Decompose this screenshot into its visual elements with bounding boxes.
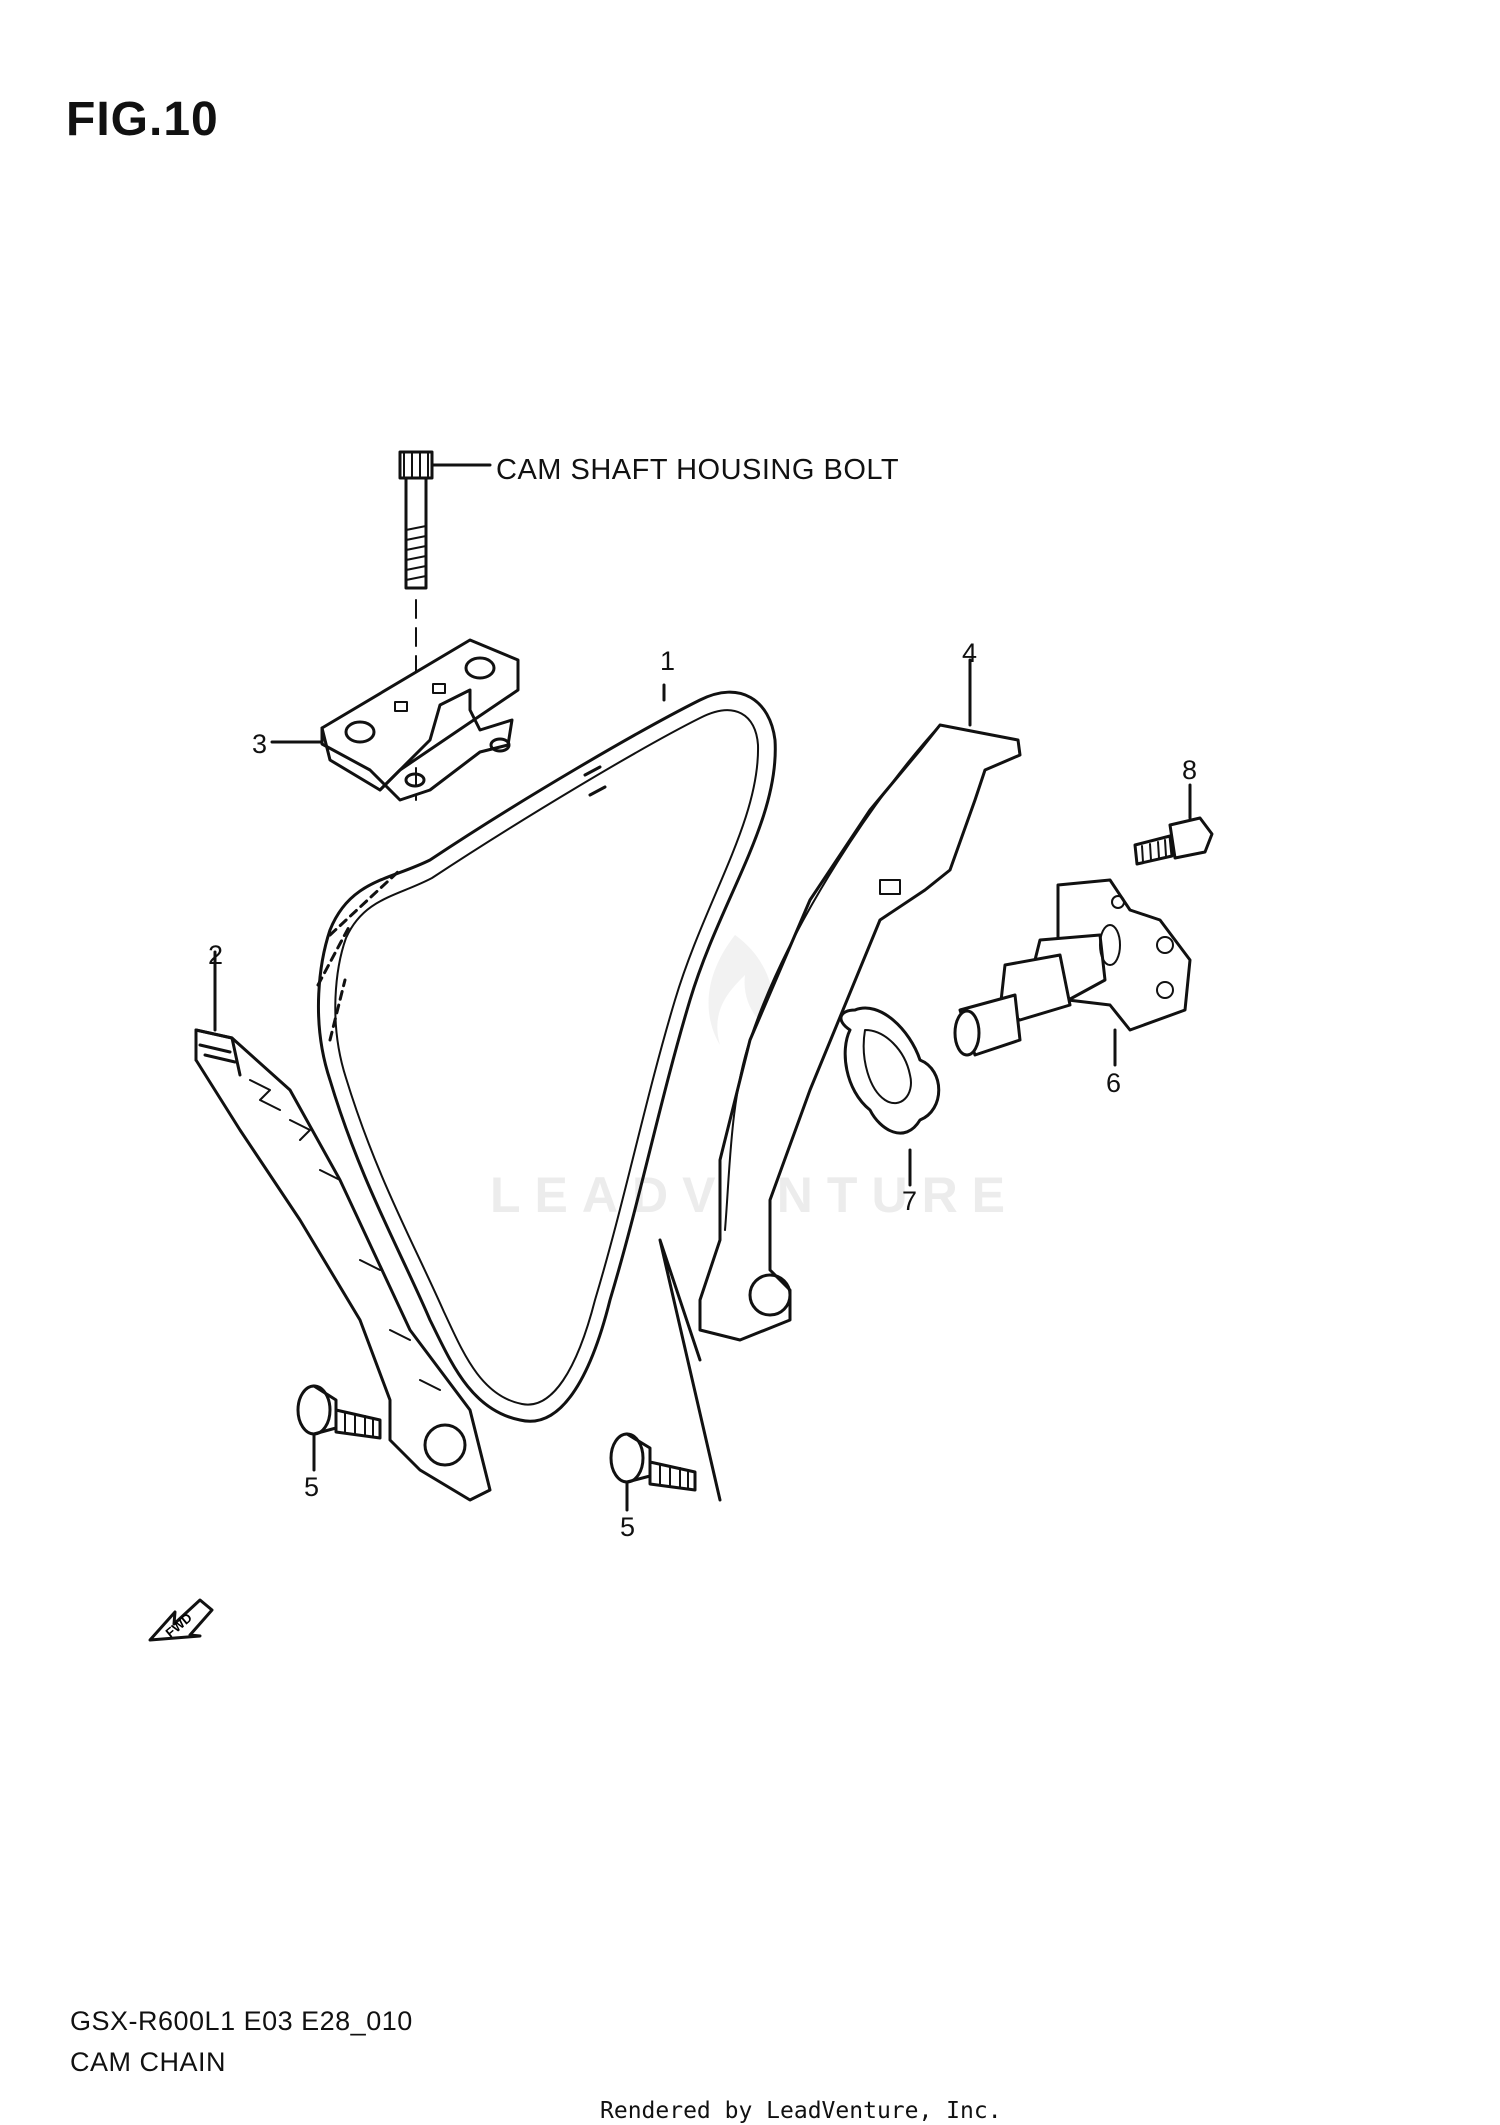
model-code: GSX-R600L1 E03 E28_010 — [70, 2006, 413, 2036]
cam-shaft-housing-bolt — [398, 450, 492, 801]
callout-7: 7 — [902, 1186, 918, 1216]
tensioner-bolt — [1133, 783, 1214, 866]
callout-1: 1 — [660, 646, 676, 676]
callout-5-right: 5 — [620, 1512, 636, 1542]
callout-3: 3 — [252, 729, 268, 759]
callout-5-left: 5 — [304, 1472, 320, 1502]
chain-guide — [698, 658, 1022, 1342]
chain-tensioner-guide — [194, 950, 492, 1502]
chain-tensioner-adjuster — [953, 878, 1192, 1067]
render-credit: Rendered by LeadVenture, Inc. — [600, 2098, 1002, 2124]
cam-chain-guide-bracket — [270, 638, 520, 802]
callout-8: 8 — [1182, 755, 1198, 785]
callout-6: 6 — [1106, 1068, 1122, 1098]
guide-bolt-right — [609, 1238, 722, 1512]
guide-bolt-left — [296, 1384, 382, 1472]
cam-chain — [316, 683, 777, 1423]
callout-4: 4 — [962, 638, 978, 668]
bolt-label: CAM SHAFT HOUSING BOLT — [496, 454, 900, 486]
figure-title: FIG.10 — [66, 93, 219, 146]
tensioner-gasket — [839, 1006, 941, 1187]
forward-arrow-icon: FWD — [148, 1598, 214, 1642]
diagram-caption: CAM CHAIN — [70, 2047, 227, 2077]
callout-2: 2 — [208, 940, 224, 970]
